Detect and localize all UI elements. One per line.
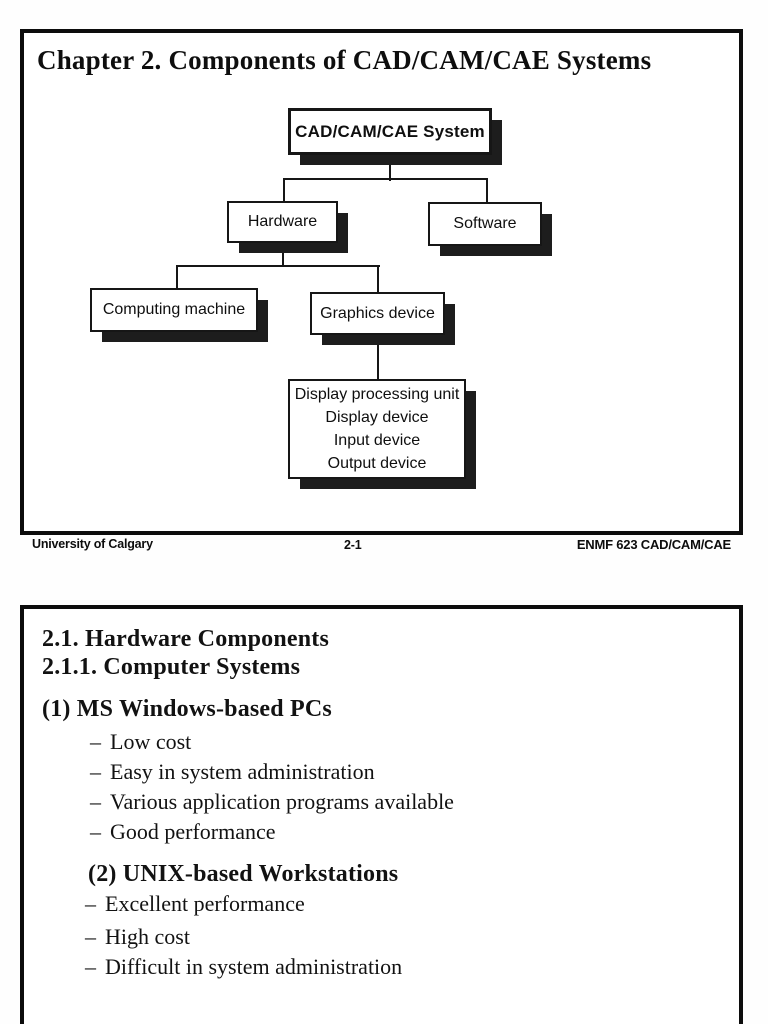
connector-to-computing-machine	[176, 265, 178, 290]
node-graphics-components: Display processing unit Display device I…	[288, 379, 466, 479]
connector-to-software	[486, 178, 488, 204]
bullet-text: Difficult in system administration	[105, 954, 403, 979]
bullet-easy-administration: –Easy in system administration	[90, 759, 375, 785]
connector-to-graphics-device	[377, 265, 379, 293]
bullet-dash: –	[85, 924, 96, 949]
label-display-processing-unit: Display processing unit	[294, 386, 460, 403]
footer-institution: University of Calgary	[32, 537, 153, 551]
connector-level3-horizontal	[176, 265, 380, 267]
footer-course-code: ENMF 623 CAD/CAM/CAE	[576, 537, 731, 552]
bullet-text: Excellent performance	[105, 891, 305, 916]
node-computing-machine: Computing machine	[90, 288, 258, 332]
bullet-text: Good performance	[110, 819, 276, 844]
slide2-heading-1: 2.1. Hardware Components	[42, 626, 330, 652]
bullet-text: Various application programs available	[110, 789, 454, 814]
node-hardware: Hardware	[227, 201, 338, 243]
node-cad-cam-cae-system-label: CAD/CAM/CAE System	[295, 121, 485, 141]
node-software: Software	[428, 202, 542, 246]
node-hardware-label: Hardware	[247, 213, 318, 230]
bullet-dash: –	[90, 819, 101, 844]
bullet-difficult-administration: –Difficult in system administration	[85, 954, 402, 980]
bullet-text: Easy in system administration	[110, 759, 375, 784]
bullet-high-cost: –High cost	[85, 924, 190, 950]
connector-root-down	[389, 157, 391, 181]
label-input-device: Input device	[333, 432, 421, 449]
connector-hardware-down	[282, 242, 284, 267]
bullet-good-performance: –Good performance	[90, 819, 276, 845]
bullet-text: High cost	[105, 924, 190, 949]
slide1-title: Chapter 2. Components of CAD/CAM/CAE Sys…	[37, 45, 652, 75]
node-graphics-device: Graphics device	[310, 292, 445, 335]
bullet-dash: –	[90, 729, 101, 754]
node-software-label: Software	[453, 215, 517, 232]
node-computing-machine-label: Computing machine	[102, 301, 246, 318]
connector-level2-horizontal	[283, 178, 488, 180]
slide2-heading-2: 2.1.1. Computer Systems	[42, 654, 301, 680]
bullet-excellent-performance: –Excellent performance	[85, 891, 305, 917]
connector-to-hardware	[283, 178, 285, 203]
label-output-device: Output device	[327, 455, 427, 472]
node-cad-cam-cae-system: CAD/CAM/CAE System	[288, 108, 492, 155]
bullet-dash: –	[90, 759, 101, 784]
connector-graphics-down	[377, 334, 379, 380]
label-display-device: Display device	[325, 409, 429, 426]
section-title-ms-windows-pcs: (1) MS Windows-based PCs	[42, 696, 332, 722]
bullet-low-cost: –Low cost	[90, 729, 191, 755]
bullet-text: Low cost	[110, 729, 192, 754]
footer-page-number: 2-1	[344, 538, 362, 552]
bullet-dash: –	[90, 789, 101, 814]
bullet-various-programs: –Various application programs available	[90, 789, 454, 815]
bullet-dash: –	[85, 954, 96, 979]
bullet-dash: –	[85, 891, 96, 916]
slide-2: 2.1. Hardware Components 2.1.1. Computer…	[20, 605, 743, 1024]
section-title-unix-workstations: (2) UNIX-based Workstations	[88, 861, 399, 887]
slide-1: Chapter 2. Components of CAD/CAM/CAE Sys…	[20, 29, 743, 535]
node-graphics-device-label: Graphics device	[320, 304, 435, 322]
